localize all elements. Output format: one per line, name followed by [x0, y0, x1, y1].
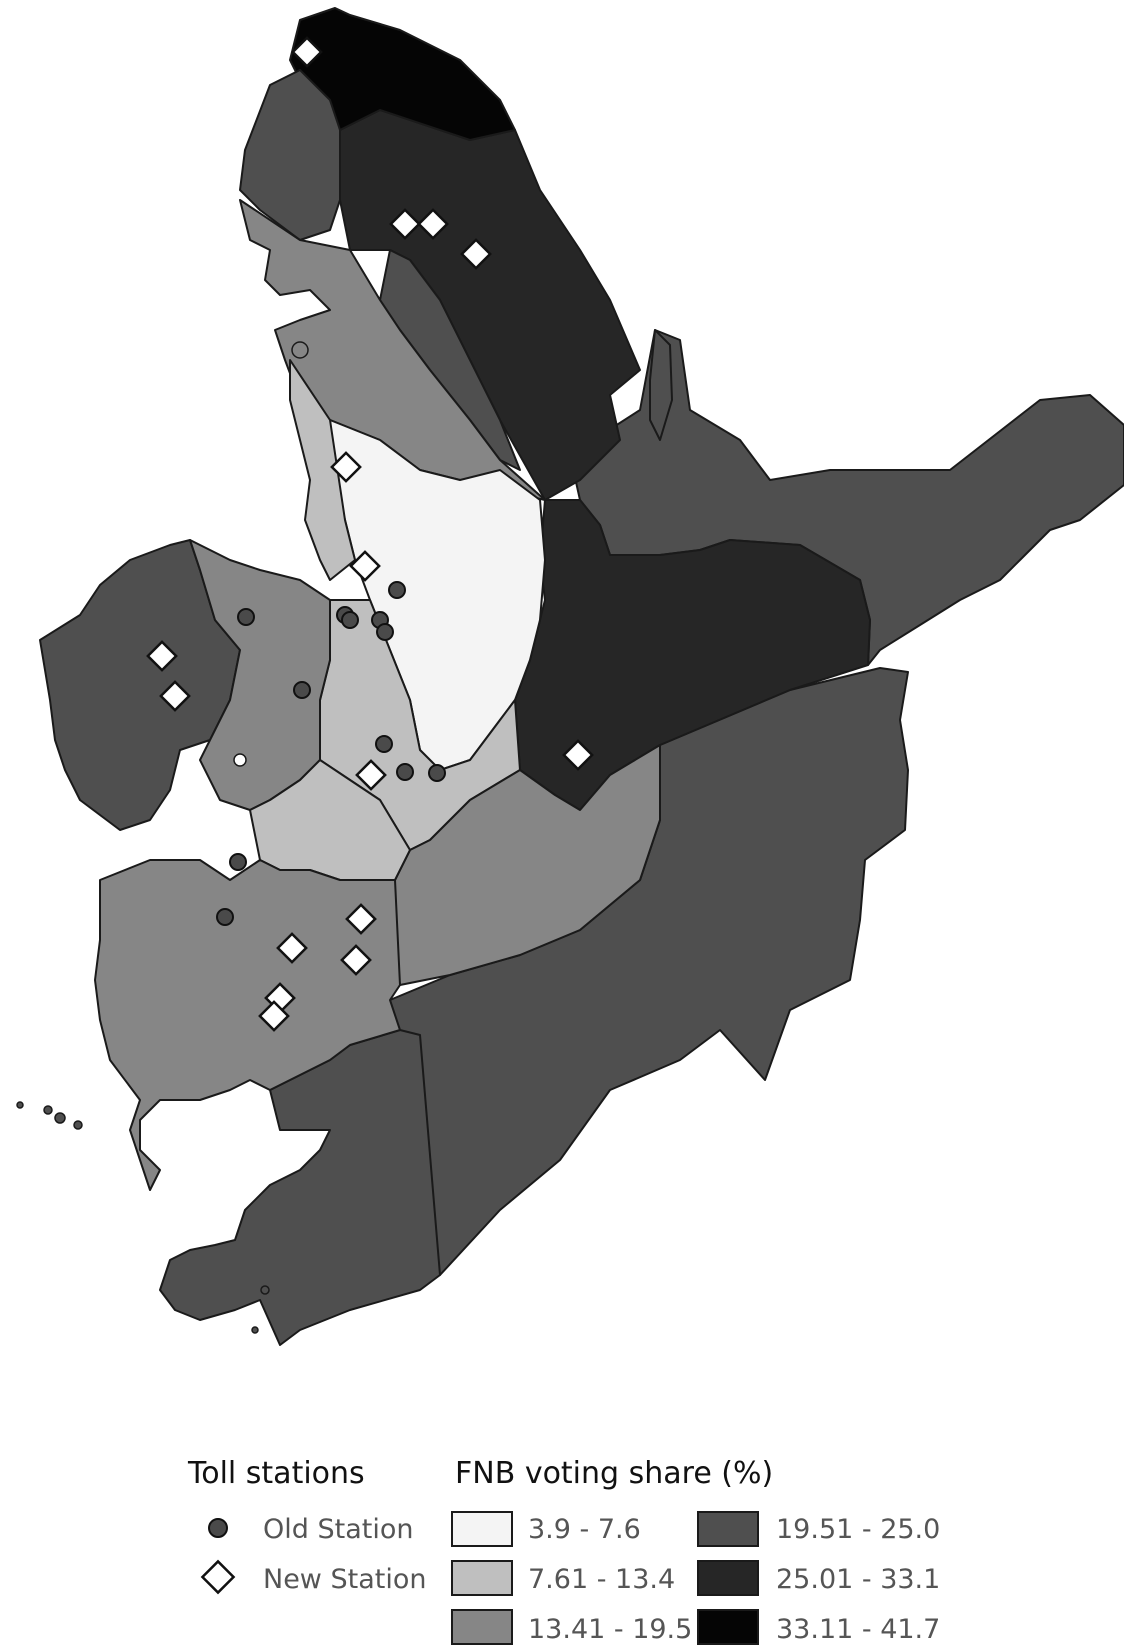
new-station-marker — [258, 1000, 290, 1032]
region — [239, 69, 341, 241]
new-station-marker — [276, 932, 308, 964]
legend: Toll stations Old Station New Station FN… — [187, 1456, 940, 1645]
region — [94, 859, 401, 1191]
old-station-marker — [341, 611, 359, 629]
stations-legend-title: Toll stations — [187, 1456, 365, 1491]
new-stations — [146, 36, 594, 1032]
new-station-legend-label: New Station — [263, 1564, 426, 1595]
new-station-marker — [389, 208, 421, 240]
region — [649, 329, 673, 441]
map-regions — [39, 7, 1124, 1346]
new-station-marker — [417, 208, 449, 240]
voting-legend-swatch — [451, 1560, 513, 1596]
voting-legend-label: 33.11 - 41.7 — [776, 1614, 940, 1645]
voting-legend-swatch — [697, 1609, 759, 1645]
old-station-marker — [237, 608, 255, 626]
new-station-legend-icon — [200, 1559, 236, 1595]
voting-legend-label: 19.51 - 25.0 — [776, 1514, 940, 1545]
old-station-marker — [388, 581, 406, 599]
islets — [16, 341, 309, 1334]
old-station-marker — [229, 853, 247, 871]
voting-legend-label: 3.9 - 7.6 — [528, 1514, 641, 1545]
old-station-marker — [376, 623, 394, 641]
old-station-marker — [375, 735, 393, 753]
old-station-marker — [428, 764, 446, 782]
voting-legend-swatch — [697, 1511, 759, 1547]
old-station-legend-icon — [208, 1518, 228, 1538]
new-station-marker — [345, 903, 377, 935]
new-station-marker — [159, 680, 191, 712]
region — [39, 539, 241, 831]
voting-legend-label: 25.01 - 33.1 — [776, 1564, 940, 1595]
new-station-marker — [340, 944, 372, 976]
old-station-marker — [396, 763, 414, 781]
new-station-marker — [146, 640, 178, 672]
voting-legend-label: 13.41 - 19.5 — [528, 1614, 692, 1645]
new-station-marker — [349, 550, 381, 582]
old-station-marker — [216, 908, 234, 926]
region — [159, 1029, 441, 1346]
new-station-marker — [355, 759, 387, 791]
region — [289, 359, 356, 581]
voting-legend-swatch — [451, 1511, 513, 1547]
new-station-marker — [460, 238, 492, 270]
voting-legend-swatch — [451, 1609, 513, 1645]
old-station-legend-label: Old Station — [263, 1514, 413, 1545]
old-station-marker — [293, 681, 311, 699]
voting-legend-swatch — [697, 1560, 759, 1596]
old-stations — [216, 581, 446, 926]
new-station-marker — [562, 739, 594, 771]
new-station-marker — [291, 36, 323, 68]
voting-legend-title: FNB voting share (%) — [455, 1456, 773, 1491]
new-station-marker — [330, 451, 362, 483]
voting-legend-label: 7.61 - 13.4 — [528, 1564, 675, 1595]
